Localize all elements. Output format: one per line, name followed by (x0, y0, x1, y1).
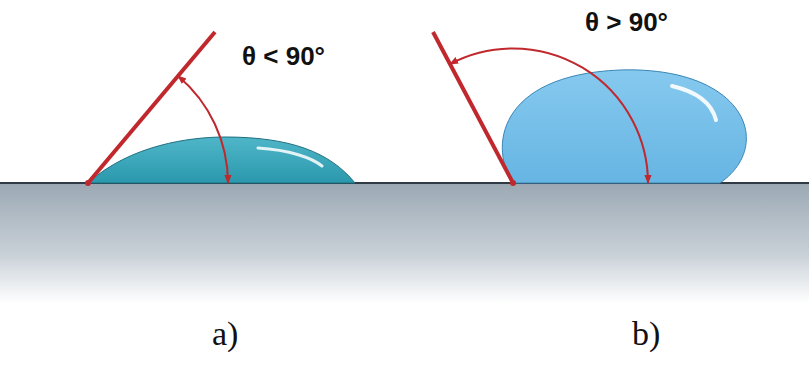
figure-label: b) (632, 315, 660, 352)
angle-label: θ < 90° (242, 42, 325, 71)
tangent-line (88, 32, 215, 183)
angle-label: θ > 90° (585, 8, 668, 37)
angle-arc (450, 48, 648, 183)
angle-arc (178, 76, 228, 183)
contact-point (85, 180, 91, 186)
nonwetting-droplet (502, 70, 746, 183)
contact-point (510, 180, 516, 186)
highlight (258, 148, 322, 166)
substrate (0, 183, 809, 303)
highlight (672, 86, 716, 120)
figure-label: a) (212, 315, 238, 352)
